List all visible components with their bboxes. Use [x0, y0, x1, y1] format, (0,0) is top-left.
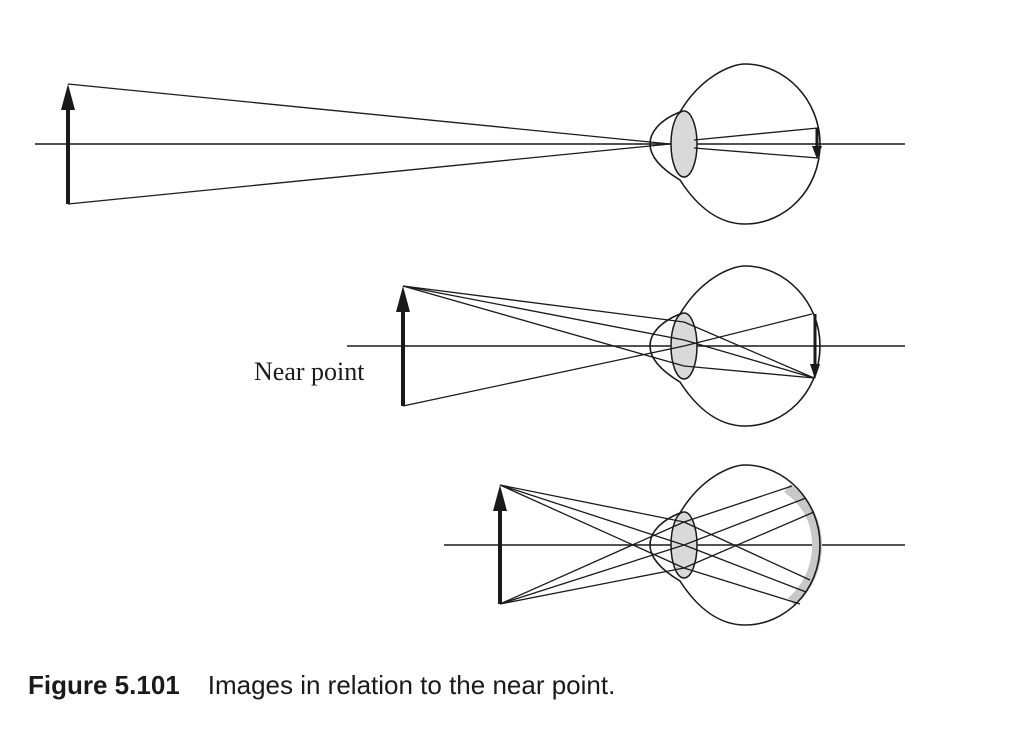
panel-distant-object — [35, 63, 905, 225]
ray — [683, 497, 807, 546]
ray — [683, 567, 801, 605]
ray — [402, 345, 685, 407]
ray — [693, 127, 819, 141]
ray — [499, 567, 685, 605]
ray — [683, 339, 815, 379]
object-arrow-head — [61, 84, 75, 110]
ray — [683, 544, 807, 593]
ray — [402, 285, 685, 323]
ray — [67, 143, 671, 205]
ray — [402, 285, 685, 341]
retinal-image-arrow-head — [810, 364, 820, 379]
figure-number: Figure 5.101 — [28, 670, 180, 700]
ray — [683, 313, 813, 347]
ray — [683, 365, 815, 379]
blur-band — [784, 484, 822, 606]
eye-lens — [670, 110, 698, 178]
near-point-label: Near point — [254, 357, 365, 386]
optics-diagram — [35, 63, 905, 626]
retinal-image-arrow-head — [812, 146, 822, 159]
ray — [499, 521, 685, 605]
eyeball-outline — [649, 464, 821, 626]
ray — [499, 484, 685, 546]
object-arrow-head — [396, 286, 410, 312]
ray — [499, 484, 685, 569]
ray — [683, 521, 811, 581]
object-arrow-head — [493, 485, 507, 511]
figure-caption-text: Images in relation to the near point. — [207, 670, 616, 700]
eyeball-outline — [649, 63, 821, 225]
eyeball-outline — [649, 265, 821, 427]
ray — [683, 485, 793, 523]
panel-object-at-near-point — [347, 265, 905, 427]
ray — [683, 321, 815, 379]
ray — [67, 83, 671, 145]
ray — [499, 484, 685, 523]
ray — [683, 511, 815, 569]
ray — [402, 285, 685, 367]
ray — [693, 147, 819, 159]
figure-caption: Figure 5.101 Images in relation to the ne… — [28, 670, 615, 701]
panel-object-closer-than-near-point — [444, 464, 905, 626]
ray — [499, 544, 685, 605]
